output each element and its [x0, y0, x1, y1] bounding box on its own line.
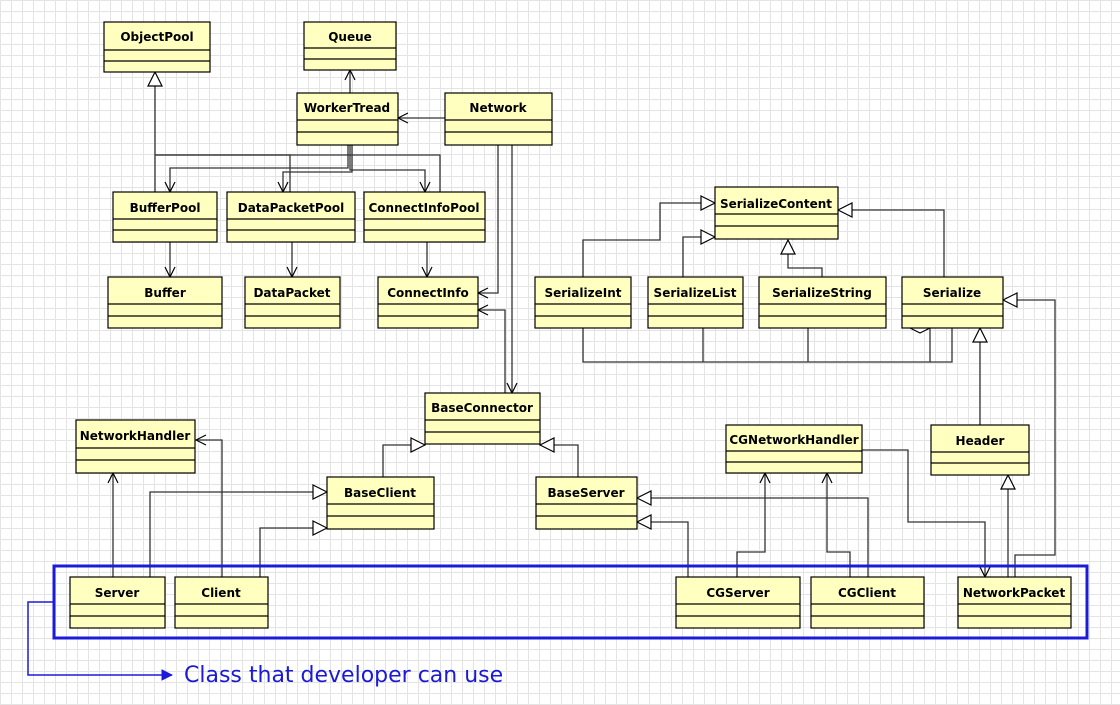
class-name: Server	[95, 586, 140, 600]
class-networkhandler: NetworkHandler	[75, 419, 196, 474]
class-name: CGNetworkHandler	[729, 433, 858, 447]
class-client: Client	[174, 576, 269, 629]
class-name: BaseClient	[344, 486, 416, 500]
class-name: DataPacketPool	[238, 201, 345, 215]
edge-serializelist-content	[682, 237, 715, 277]
class-name: DataPacket	[253, 286, 330, 300]
class-name: SerializeInt	[544, 286, 621, 300]
note-pointer-arrow	[27, 601, 172, 675]
edge-workertread-datapacketpool	[283, 145, 353, 192]
edge-baseserver-baseconnector	[540, 445, 579, 477]
edge-datapacketpool-up	[155, 154, 291, 192]
class-cgnetworkhandler: CGNetworkHandler	[725, 424, 863, 474]
class-name: BaseServer	[547, 486, 624, 500]
edge-cgclient-baseserver	[637, 498, 869, 577]
class-name: Queue	[328, 30, 372, 44]
edge-workertread-connectinfopool	[349, 145, 425, 192]
edge-workertread-bufferpool	[170, 145, 349, 192]
edge-serializestring-content	[788, 240, 823, 277]
class-name: Serialize	[923, 286, 981, 300]
class-name: ConnectInfo	[387, 286, 469, 300]
class-buffer: Buffer	[107, 276, 223, 329]
class-name: BufferPool	[130, 201, 201, 215]
class-name: ObjectPool	[120, 30, 193, 44]
class-name: Network	[469, 101, 527, 115]
edge-client-networkhandler	[196, 440, 223, 577]
class-serializelist: SerializeList	[647, 276, 744, 329]
edge-serialize-aggregate-link	[930, 328, 953, 363]
edge-cgserver-cgnetworkhandler	[736, 473, 765, 577]
class-bufferpool: BufferPool	[112, 191, 218, 243]
class-baseserver: BaseServer	[535, 476, 638, 530]
class-name: ConnectInfoPool	[369, 201, 480, 215]
note-label: Class that developer can use	[184, 663, 503, 688]
class-name: Header	[956, 434, 1005, 448]
edge-serializeint-content	[582, 203, 715, 277]
class-serializecontent: SerializeContent	[714, 186, 839, 240]
class-objectpool: ObjectPool	[103, 21, 211, 73]
edge-networkpacket-serialize	[1003, 300, 1056, 577]
class-workertread: WorkerTread	[296, 92, 399, 146]
class-serializestring: SerializeString	[758, 276, 887, 329]
connectors	[113, 70, 1056, 577]
class-name: NetworkPacket	[963, 586, 1066, 600]
class-name: SerializeString	[772, 286, 872, 300]
class-baseclient: BaseClient	[326, 476, 435, 530]
class-name: Buffer	[144, 286, 186, 300]
class-network: Network	[444, 92, 553, 146]
edge-baseclient-baseconnector	[382, 445, 425, 477]
edge-serialize-content	[838, 210, 945, 277]
class-networkpacket: NetworkPacket	[957, 576, 1072, 629]
edge-serializeint-aggregate	[582, 328, 930, 363]
edge-server-baseclient	[149, 492, 327, 577]
class-baseconnector: BaseConnector	[424, 392, 541, 445]
edge-baseconnector-connectinfo	[478, 310, 506, 393]
class-queue: Queue	[303, 21, 397, 71]
class-connectinfopool: ConnectInfoPool	[363, 191, 486, 243]
class-name: SerializeList	[654, 286, 737, 300]
class-boxes: ObjectPool Queue WorkerTread Network Buf…	[69, 21, 1072, 629]
class-name: Client	[201, 586, 241, 600]
class-name: NetworkHandler	[80, 429, 191, 443]
class-serializeint: SerializeInt	[534, 276, 632, 329]
class-datapacket: DataPacket	[244, 276, 341, 329]
edge-cgserver-baseserver	[637, 522, 689, 577]
class-name: CGClient	[838, 586, 896, 600]
class-cgserver: CGServer	[675, 576, 801, 629]
edge-network-connectinfo	[478, 145, 499, 293]
class-name: BaseConnector	[431, 401, 533, 415]
class-name: SerializeContent	[720, 197, 832, 211]
class-cgclient: CGClient	[810, 576, 925, 629]
class-name: CGServer	[706, 586, 769, 600]
class-datapacketpool: DataPacketPool	[226, 191, 356, 243]
edge-cgclient-cgnetworkhandler	[827, 473, 851, 577]
class-header: Header	[930, 424, 1030, 476]
class-name: WorkerTread	[304, 101, 390, 115]
edge-connectinfopool-up	[155, 154, 441, 192]
class-server: Server	[69, 576, 166, 629]
class-serialize: Serialize	[901, 276, 1004, 329]
edge-cgnetworkhandler-networkpacket	[862, 449, 985, 577]
class-connectinfo: ConnectInfo	[377, 276, 479, 329]
edge-client-baseclient	[259, 528, 327, 577]
